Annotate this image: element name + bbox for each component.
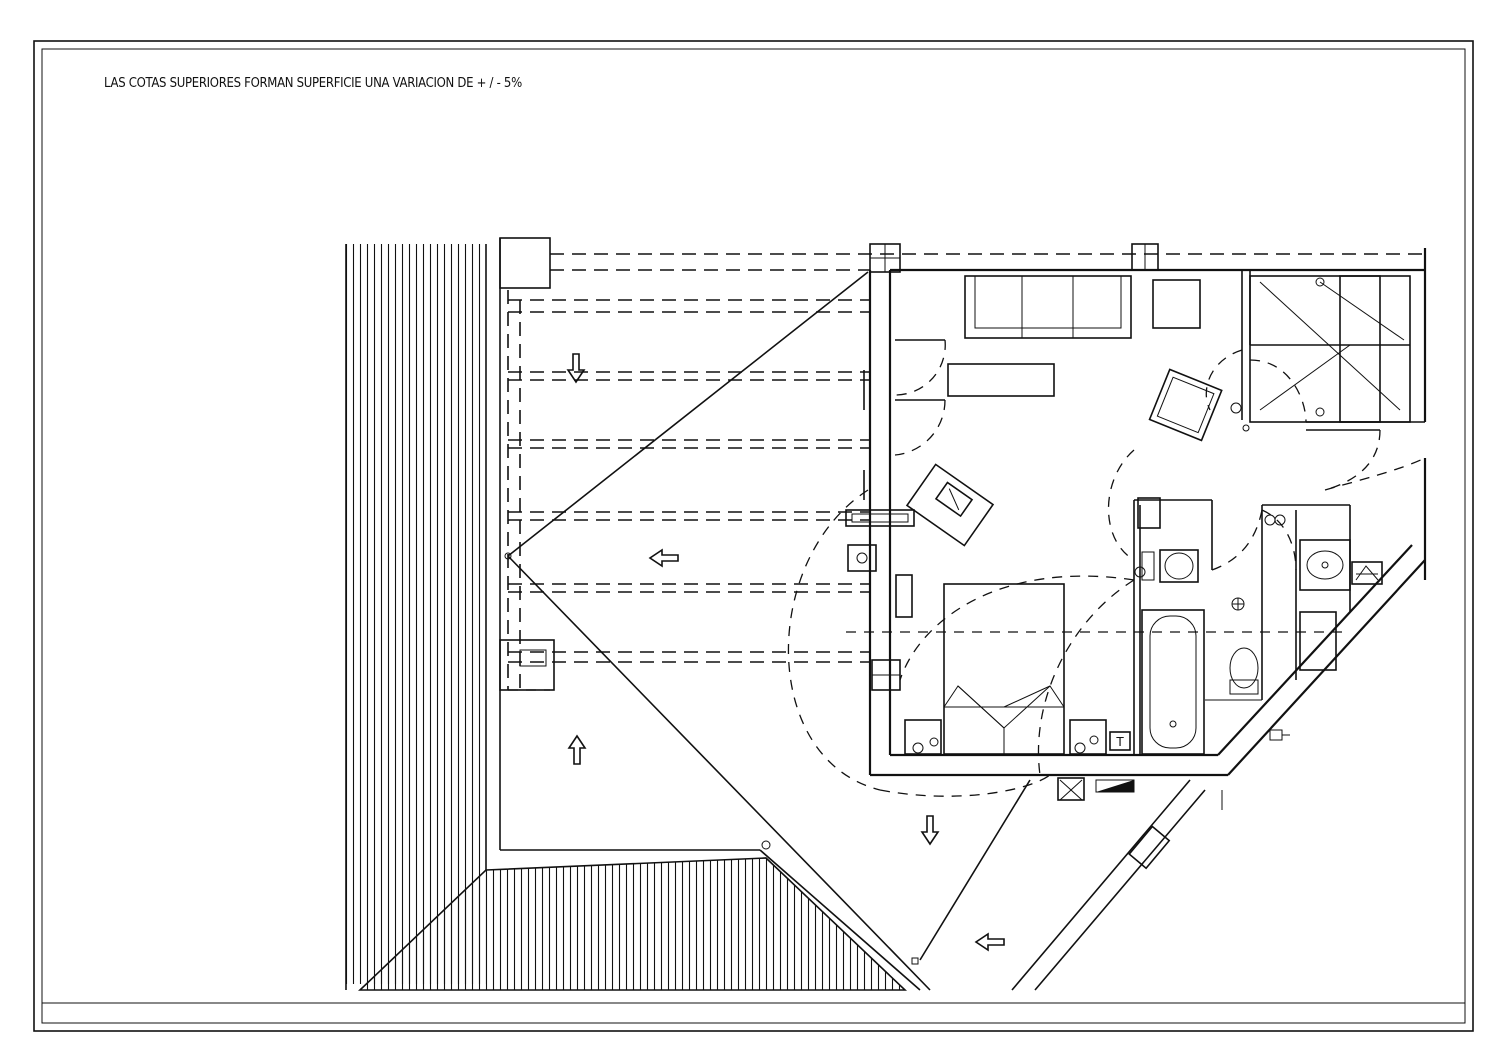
hatched-hip-roof xyxy=(358,857,908,991)
bathtub xyxy=(1141,609,1205,755)
double-bed xyxy=(943,583,1065,755)
armchair xyxy=(1148,368,1223,442)
purlin-lines xyxy=(508,299,1350,663)
terrace xyxy=(761,729,1290,991)
nightstand-left xyxy=(904,719,942,755)
thermostat: T xyxy=(1109,731,1131,751)
bidet xyxy=(1229,647,1259,695)
desk xyxy=(905,463,995,547)
arrow-down-icon xyxy=(920,815,940,846)
hatched-roof-strip xyxy=(345,244,487,990)
washbasin xyxy=(1299,539,1351,591)
roof-slope-note: LAS COTAS SUPERIORES FORMAN SUPERFICIE U… xyxy=(104,76,522,91)
arrow-down-icon xyxy=(566,353,586,384)
nightstand-right xyxy=(1069,719,1107,755)
arrow-up-icon xyxy=(567,734,587,765)
apartment-walls xyxy=(868,243,1427,777)
toilet-tank-label: T xyxy=(1115,735,1124,749)
heater xyxy=(847,544,877,572)
vanity-unit xyxy=(1299,611,1337,671)
wall-cabinet xyxy=(845,509,915,527)
fixture-symbols xyxy=(1134,497,1286,611)
arrow-left-icon xyxy=(648,548,679,568)
sheet-border xyxy=(33,40,1474,1032)
door-swing-arcs xyxy=(787,349,1426,797)
lamp-fixture xyxy=(1230,402,1250,432)
arrow-left-icon xyxy=(974,932,1005,952)
sofa xyxy=(964,275,1132,339)
toilet xyxy=(1141,549,1199,583)
entrance-doors xyxy=(863,339,946,500)
shower-tray xyxy=(1351,561,1383,585)
sideboard xyxy=(947,363,1055,397)
roof-plane-outline xyxy=(499,237,1425,991)
staircase xyxy=(1249,275,1411,423)
shelf xyxy=(895,574,913,618)
skylight xyxy=(499,639,555,691)
side-table xyxy=(1152,279,1201,329)
